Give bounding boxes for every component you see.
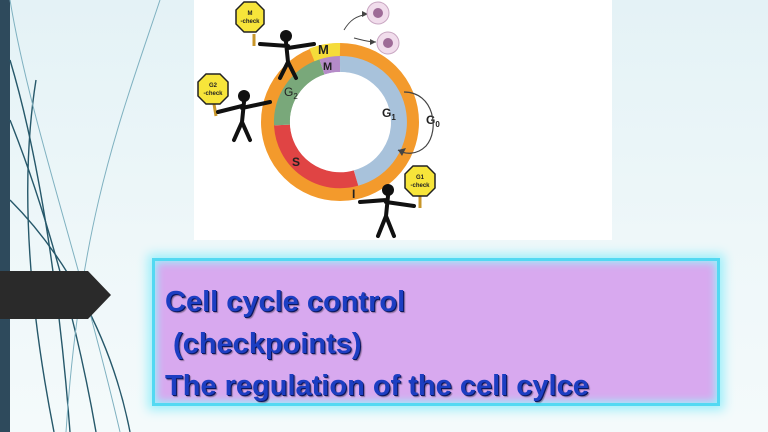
- g1-check-sign: [404, 165, 436, 197]
- m-checkpoint-guard: M -check: [235, 1, 316, 80]
- title-line-3: The regulation of the cell cylce: [165, 370, 589, 402]
- g0-arrowhead: [398, 148, 406, 156]
- label-g2: G2: [284, 85, 298, 101]
- m-check-line1: M: [248, 11, 253, 17]
- g2-checkpoint-guard: G2 -check: [197, 73, 272, 142]
- label-i: I: [352, 187, 355, 201]
- g2-check-line2: -check: [203, 91, 223, 97]
- label-g1: G1: [382, 106, 396, 122]
- title-line-1: Cell cycle control: [165, 286, 406, 318]
- label-g0: G0: [426, 113, 440, 129]
- g0-loop-arrow: [397, 91, 434, 154]
- decorative-lines: [9, 0, 161, 432]
- section-arrow-tab: [0, 271, 111, 319]
- m-check-line2: -check: [240, 19, 260, 25]
- cell-cycle-figure: M M G2 G1 G0 S I M -check G: [194, 0, 612, 240]
- g2-check-sign: [197, 73, 229, 105]
- s-segment: [274, 124, 359, 189]
- left-accent-strip: [0, 0, 10, 432]
- exit-arrow-1: [343, 13, 369, 31]
- label-m-inner: M: [323, 61, 332, 73]
- g1-check-line1: G1: [416, 175, 425, 181]
- g1-check-line2: -check: [410, 183, 430, 189]
- mitosis-segment: [309, 43, 341, 62]
- g2-segment: [273, 59, 325, 126]
- exit-arrowhead-1: [362, 11, 368, 17]
- exit-arrowhead-2: [370, 39, 376, 45]
- label-m: M: [318, 42, 329, 57]
- m-inner-segment: [319, 56, 341, 75]
- title-line-2: (checkpoints): [165, 328, 362, 360]
- g1-checkpoint-guard: G1 -check: [358, 165, 436, 238]
- g2-check-line1: G2: [209, 83, 218, 89]
- m-check-sign: [235, 1, 265, 33]
- g1-segment: [339, 55, 407, 186]
- label-s: S: [292, 155, 300, 169]
- slide-title-box: Cell cycle control (checkpoints) The reg…: [152, 258, 720, 406]
